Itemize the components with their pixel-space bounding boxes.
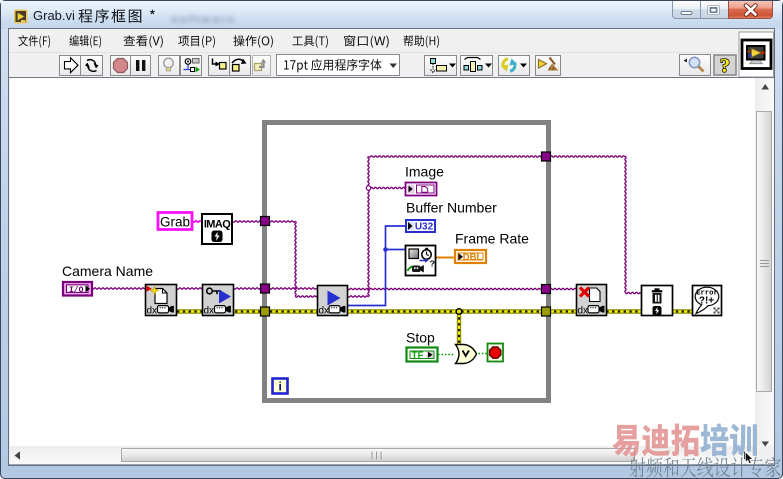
svg-text:?: ? xyxy=(720,55,730,77)
